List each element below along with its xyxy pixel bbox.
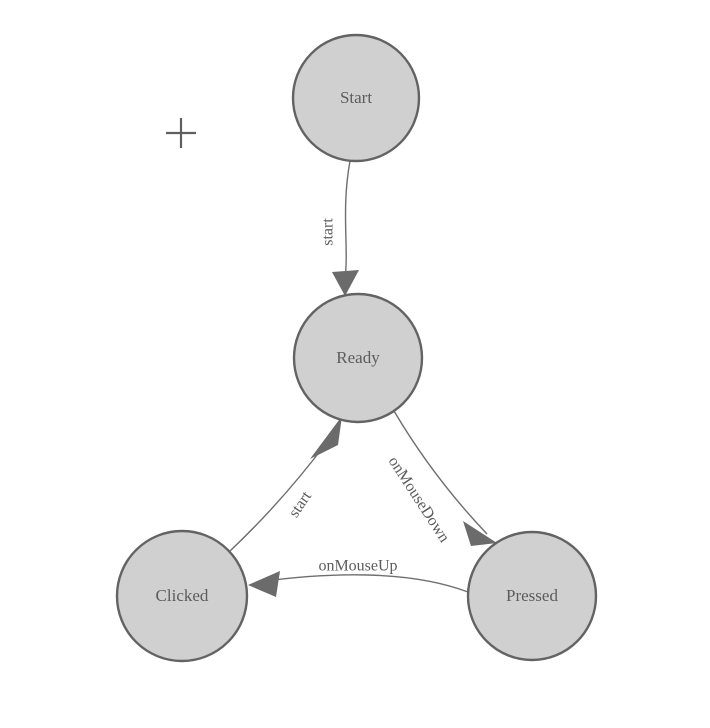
edge-pressed-to-clicked-arrowhead	[248, 571, 280, 597]
state-node-pressed[interactable]: Pressed	[466, 530, 598, 662]
edge-start-to-ready[interactable]: start	[320, 160, 359, 296]
state-node-ready[interactable]: Ready	[292, 292, 424, 424]
edge-label-pressed-to-clicked: onMouseUp	[318, 558, 397, 575]
edge-start-to-ready-path	[344, 160, 351, 279]
edge-start-to-ready-arrowhead	[332, 270, 359, 296]
state-node-pressed-label: Pressed	[506, 586, 558, 605]
edge-ready-to-pressed-path	[393, 410, 488, 535]
edge-label-ready-to-pressed: onMouseDown	[385, 454, 453, 546]
edge-label-start-to-ready: start	[320, 218, 337, 246]
state-node-clicked[interactable]: Clicked	[115, 529, 249, 663]
edge-clicked-to-ready[interactable]: start	[229, 416, 342, 552]
state-node-clicked-label: Clicked	[156, 586, 209, 605]
edge-pressed-to-clicked[interactable]: onMouseUp	[248, 558, 469, 597]
state-node-start-circle[interactable]	[291, 33, 421, 163]
edge-label-clicked-to-ready: start	[286, 488, 316, 521]
edge-pressed-to-clicked-path	[257, 574, 469, 593]
state-node-start[interactable]: Start	[291, 33, 421, 163]
state-node-clicked-circle[interactable]	[115, 529, 249, 663]
state-node-start-label: Start	[340, 88, 372, 107]
edge-ready-to-pressed-arrowhead	[463, 521, 497, 546]
edge-clicked-to-ready-arrowhead	[310, 416, 342, 459]
state-node-ready-label: Ready	[336, 348, 380, 367]
state-node-ready-circle[interactable]	[292, 292, 424, 424]
plus-crosshair-icon	[166, 118, 196, 148]
edge-ready-to-pressed[interactable]: onMouseDown	[385, 410, 497, 546]
state-node-pressed-circle[interactable]	[466, 530, 598, 662]
